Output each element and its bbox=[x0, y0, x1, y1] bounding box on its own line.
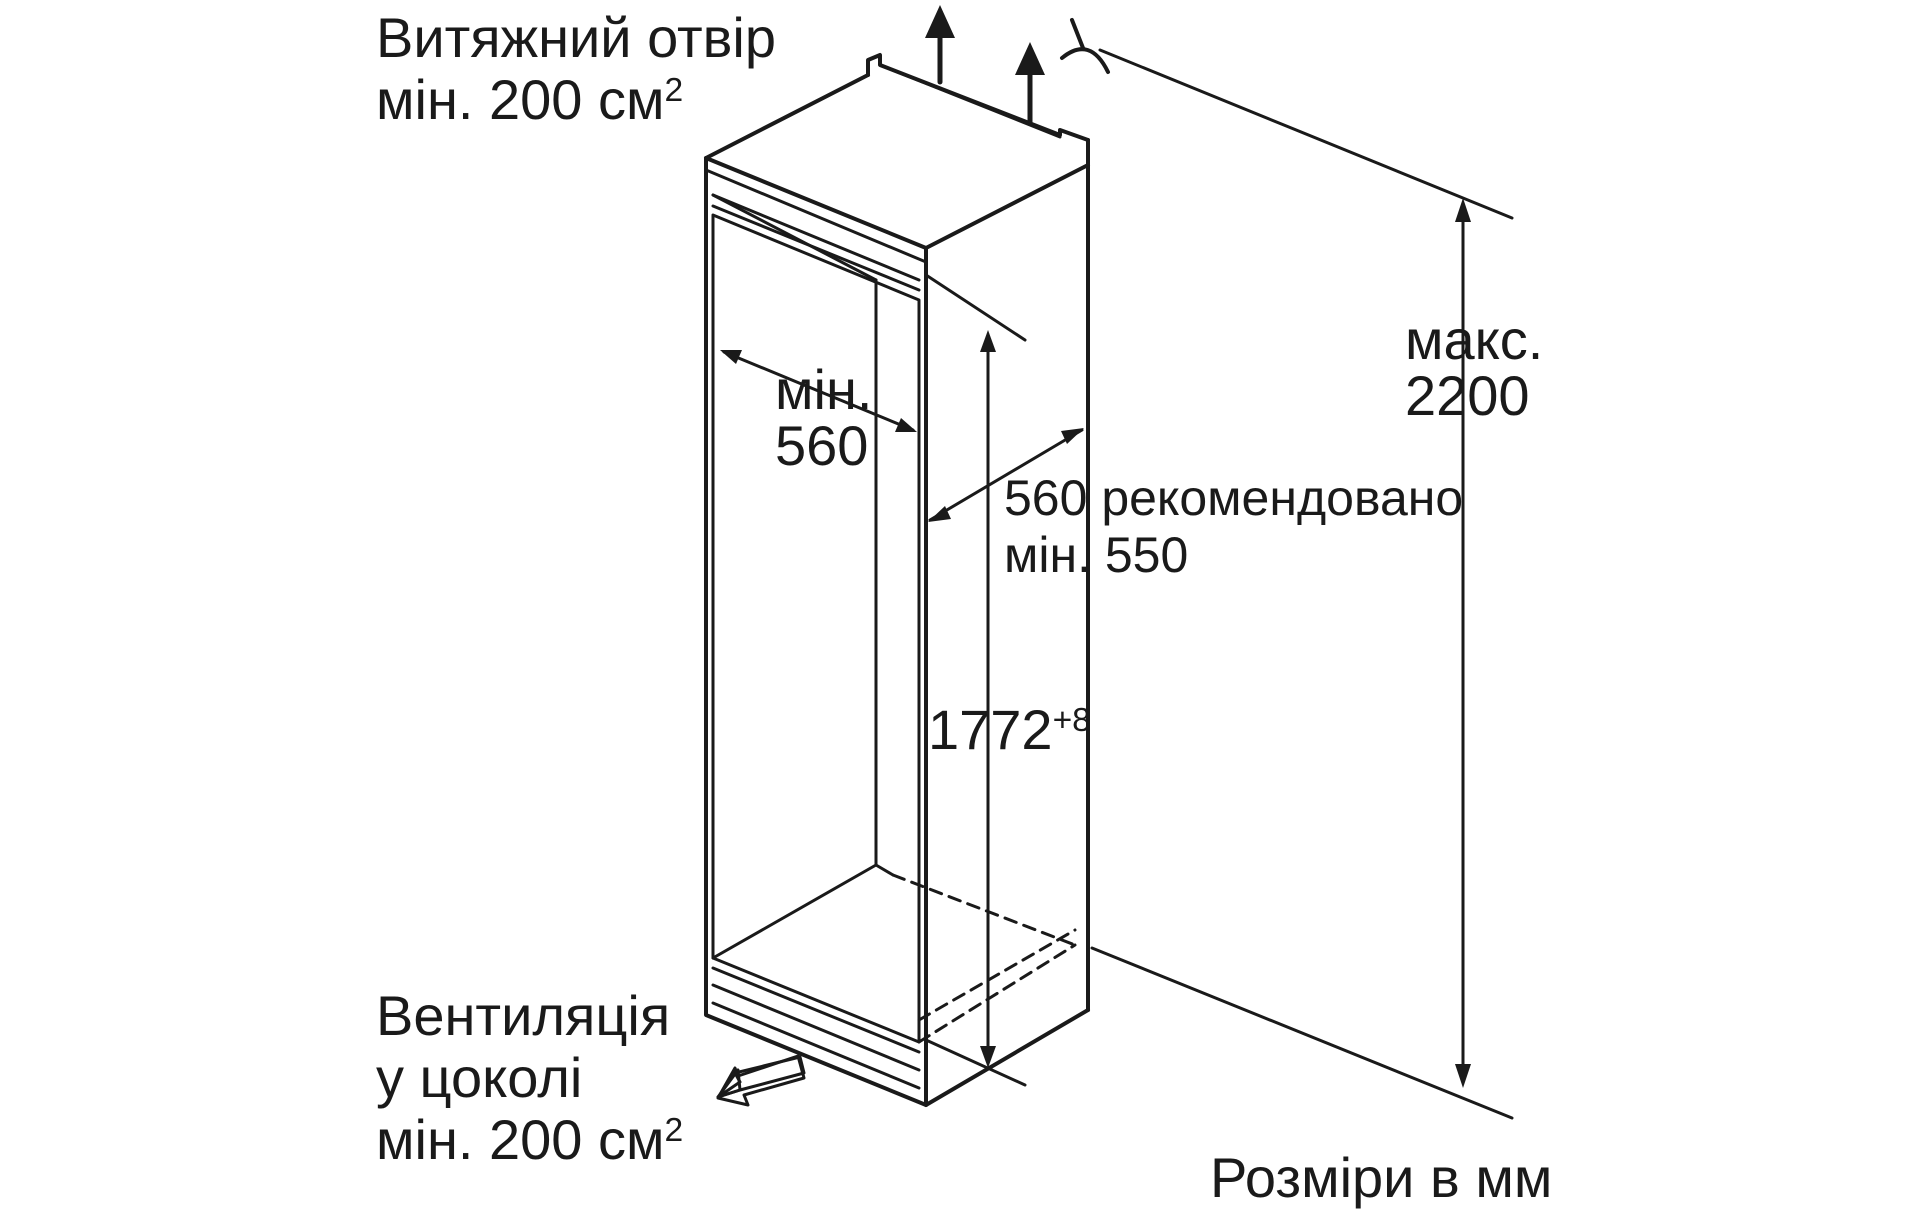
width-dimension bbox=[720, 350, 917, 432]
airflow-in-arrow-icon bbox=[716, 1054, 806, 1107]
depth-recommended-label: 560 рекомендовано bbox=[1004, 470, 1464, 526]
niche-front-frame bbox=[704, 156, 928, 1107]
max-height-dimension bbox=[1090, 48, 1514, 1120]
vent-area: мін. 200 см bbox=[376, 1108, 665, 1171]
exhaust-superscript: 2 bbox=[664, 71, 684, 109]
exhaust-area: мін. 200 см bbox=[376, 68, 665, 131]
width-min-label-line1: мін. bbox=[775, 358, 873, 421]
niche-height-tolerance: +8 bbox=[1052, 701, 1091, 739]
niche-height-value: 1772 bbox=[928, 698, 1053, 761]
vent-label-line3: мін. 200 см2 bbox=[376, 1112, 683, 1168]
exhaust-label-line2: мін. 200 см2 bbox=[376, 72, 683, 128]
niche-top-and-side bbox=[704, 53, 1090, 1107]
depth-min-label: мін. 550 bbox=[1004, 527, 1189, 583]
niche-height-label: 1772+8 bbox=[928, 702, 1091, 758]
width-min-label-line2: 560 bbox=[775, 414, 869, 477]
airflow-up-arrow-icon bbox=[1015, 42, 1045, 125]
vent-label-line1: Вентиляція bbox=[376, 984, 671, 1047]
vent-label-line2: у цоколі bbox=[376, 1046, 583, 1109]
max-height-label-line1: макс. bbox=[1405, 308, 1544, 371]
exhaust-label-line1: Витяжний отвір bbox=[376, 6, 777, 69]
units-note: Розміри в мм bbox=[1210, 1146, 1553, 1209]
air-symbol-icon bbox=[1060, 18, 1110, 74]
airflow-up-arrow-icon bbox=[925, 5, 955, 85]
niche-height-dimension bbox=[924, 330, 1027, 1087]
vent-superscript: 2 bbox=[664, 1111, 684, 1149]
max-height-label-line2: 2200 bbox=[1405, 364, 1530, 427]
depth-dimension bbox=[924, 273, 1084, 522]
